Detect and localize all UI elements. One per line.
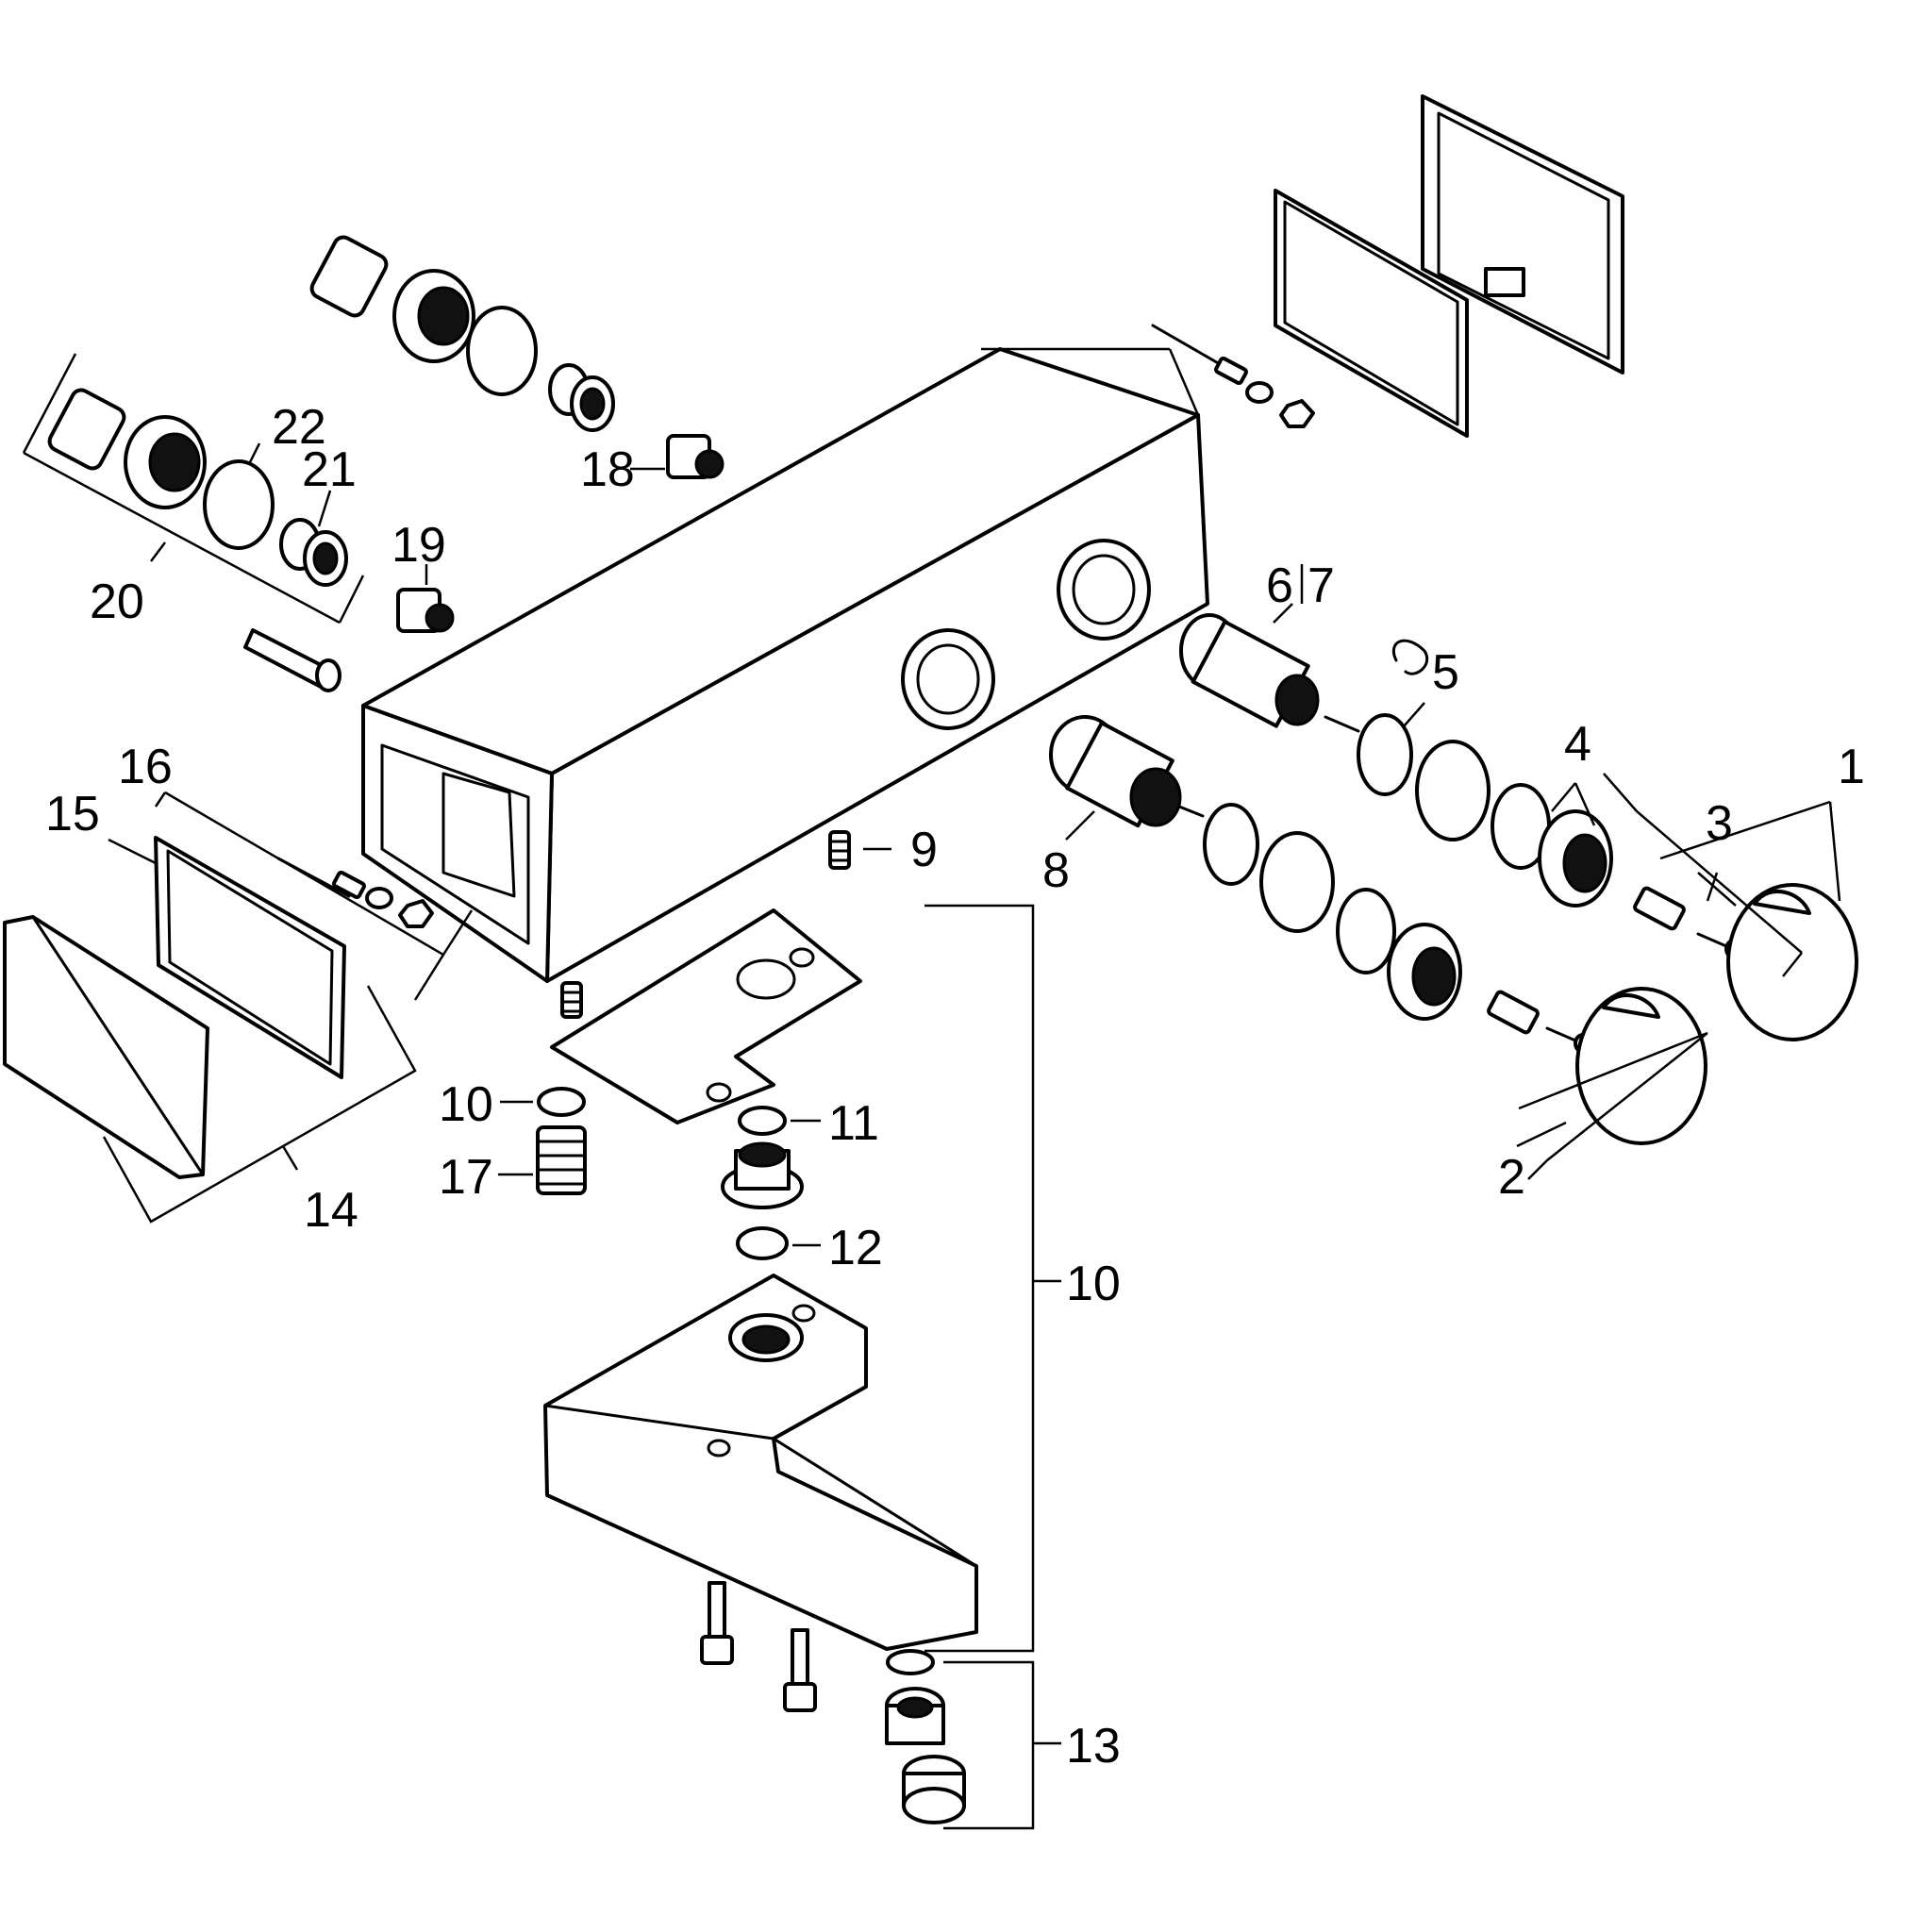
handle-1 (1726, 883, 1858, 1041)
cartridge-8 (1049, 715, 1205, 828)
adapter-4-upper (1538, 809, 1613, 908)
spout-body (543, 1274, 978, 1651)
sleeve-upper (1415, 740, 1491, 841)
callout-10-spout: 10 (1066, 1257, 1121, 1311)
o-ring-12 (736, 1226, 789, 1260)
handle-screw-lower (1487, 990, 1592, 1054)
callout-13: 13 (1066, 1719, 1121, 1774)
callout-12: 12 (828, 1221, 883, 1275)
callout-1: 1 (1838, 740, 1865, 794)
cover-plate-top (1421, 94, 1624, 375)
callout-18: 18 (580, 442, 635, 497)
callout-9: 9 (910, 823, 938, 877)
grub-screw-lower (560, 981, 583, 1019)
bushing-upper (548, 363, 615, 432)
callout-6: 6 (1266, 558, 1293, 613)
callout-21: 21 (302, 442, 357, 497)
callout-4: 4 (1564, 717, 1591, 772)
threaded-adapter-17 (536, 1125, 587, 1195)
screw-right (783, 1628, 817, 1712)
callout-10-ring: 10 (439, 1077, 493, 1132)
callout-labels: 1 2 3 4 5 6 7 8 9 10 10 11 12 13 14 15 1… (45, 400, 1865, 1774)
housing-body (361, 347, 1209, 983)
gasket-plate (550, 908, 862, 1124)
gasket-top (1274, 189, 1469, 438)
callout-3: 3 (1706, 796, 1733, 851)
callout-16: 16 (118, 740, 173, 794)
wall-anchor-screw-top (1151, 324, 1315, 428)
check-valve-18 (666, 434, 724, 479)
inlet-connector-20 (47, 388, 207, 509)
callout-7: 7 (1307, 558, 1335, 613)
callout-5: 5 (1432, 645, 1459, 700)
check-valve-19 (396, 588, 455, 633)
callout-15: 15 (45, 787, 100, 841)
bushing-21 (279, 518, 348, 587)
wall-plug (243, 628, 341, 692)
callout-19: 19 (391, 518, 446, 573)
aerator-washer (886, 1649, 935, 1675)
cover-plate-15 (3, 915, 209, 1179)
o-ring-22 (203, 459, 275, 550)
callout-17: 17 (439, 1150, 493, 1205)
callout-2: 2 (1498, 1150, 1525, 1205)
o-ring-11 (738, 1106, 787, 1136)
handle-2 (1575, 987, 1707, 1145)
aerator-housing (902, 1755, 966, 1824)
ring-lower-a (1203, 803, 1259, 886)
o-ring-upper (466, 306, 538, 396)
grub-screw-9 (828, 830, 851, 870)
inlet-connector-upper (309, 235, 475, 363)
aerator-insert (885, 1687, 945, 1745)
o-ring-lower-right (1336, 888, 1396, 974)
screw-left (700, 1581, 734, 1665)
gasket-16 (154, 836, 346, 1079)
callout-20: 20 (90, 575, 144, 629)
thermostatic-cartridge-6-7 (1179, 613, 1360, 733)
callout-8: 8 (1042, 843, 1070, 898)
connector-piece (721, 1141, 804, 1209)
ring-5 (1357, 713, 1413, 796)
o-ring-10 (537, 1087, 586, 1117)
callout-22: 22 (272, 400, 326, 455)
retaining-clip (1391, 639, 1428, 675)
callout-14: 14 (304, 1183, 358, 1238)
callout-leaders (22, 347, 1841, 1830)
callout-11: 11 (828, 1096, 879, 1151)
wall-anchor-screw-left (276, 857, 434, 928)
sleeve-lower (1259, 831, 1335, 933)
adapter-4-lower (1387, 923, 1462, 1021)
